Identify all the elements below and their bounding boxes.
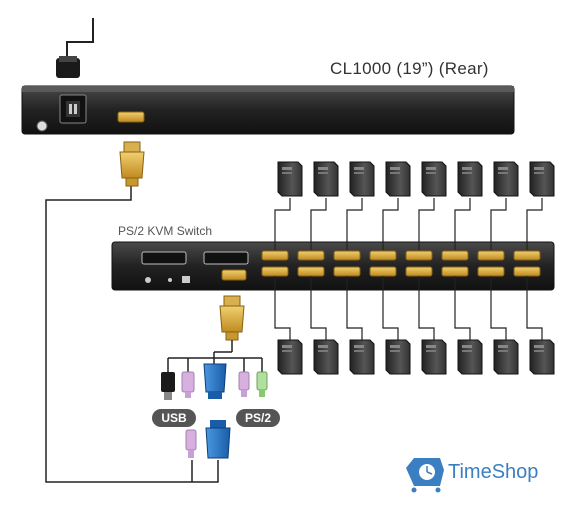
kvm-cpu-port bbox=[513, 266, 541, 277]
computer-top-cable bbox=[526, 198, 543, 250]
kvm-cpu-port bbox=[477, 250, 505, 261]
switch-cable-connector-icon bbox=[219, 295, 245, 341]
kvm-console-port-c bbox=[221, 269, 247, 281]
computer-top-icon bbox=[457, 161, 483, 197]
computer-bottom-icon bbox=[421, 339, 447, 375]
kvm-cpu-port bbox=[297, 250, 325, 261]
computer-top-cable bbox=[346, 198, 363, 250]
computer-top-cable bbox=[310, 198, 327, 250]
kvm-console-port-a bbox=[141, 251, 187, 265]
ground-screw-icon bbox=[36, 120, 48, 132]
lower-ps2-connector-icon bbox=[185, 429, 197, 458]
lower-vga-connector-icon bbox=[205, 420, 231, 459]
usb-label: USB bbox=[152, 409, 196, 427]
kvm-cpu-port bbox=[297, 266, 325, 277]
computer-bottom-cable bbox=[454, 276, 471, 340]
kvm-power-jack-icon bbox=[145, 277, 151, 283]
kvm-cpu-port bbox=[477, 266, 505, 277]
ps2-label: PS/2 bbox=[236, 409, 280, 427]
computer-bottom-cable bbox=[418, 276, 435, 340]
kvm-switch-chassis bbox=[111, 241, 555, 291]
kvm-cpu-port bbox=[405, 266, 433, 277]
computer-bottom-icon bbox=[385, 339, 411, 375]
computer-bottom-cable bbox=[490, 276, 507, 340]
computer-top-icon bbox=[349, 161, 375, 197]
kvm-cpu-port bbox=[441, 250, 469, 261]
computer-bottom-cable bbox=[346, 276, 363, 340]
computer-bottom-icon bbox=[529, 339, 555, 375]
computer-top-icon bbox=[529, 161, 555, 197]
computer-top-cable bbox=[382, 198, 399, 250]
kvm-cpu-port bbox=[405, 250, 433, 261]
computer-bottom-icon bbox=[349, 339, 375, 375]
bottom-computer-row bbox=[274, 276, 555, 375]
kvm-cpu-port bbox=[441, 266, 469, 277]
computer-bottom-icon bbox=[457, 339, 483, 375]
usb-ps2-pink-connector-icon bbox=[181, 371, 195, 398]
computer-bottom-cable bbox=[526, 276, 543, 340]
computer-bottom-cable bbox=[382, 276, 399, 340]
console-cable bbox=[45, 186, 219, 483]
ps2-keyboard-connector-icon bbox=[256, 371, 268, 397]
top-computer-row bbox=[274, 161, 555, 250]
computer-top-cable bbox=[490, 198, 507, 250]
console-port bbox=[117, 111, 145, 123]
computer-bottom-cable bbox=[310, 276, 327, 340]
kvm-cpu-port bbox=[261, 266, 289, 277]
computer-top-cable bbox=[274, 198, 291, 250]
computer-bottom-cable bbox=[274, 276, 291, 340]
brand-name: TimeShop bbox=[448, 461, 539, 483]
rear-title: CL1000 (19”) (Rear) bbox=[330, 59, 489, 78]
computer-top-icon bbox=[385, 161, 411, 197]
switch-title: PS/2 KVM Switch bbox=[118, 224, 213, 238]
power-plug-icon bbox=[56, 56, 80, 78]
kvm-cpu-port bbox=[333, 266, 361, 277]
ps2-mouse-connector-icon bbox=[238, 371, 250, 397]
computer-top-icon bbox=[277, 161, 303, 197]
cl1000-rear-chassis bbox=[21, 85, 515, 135]
power-cable bbox=[66, 18, 94, 58]
vga-connector-icon bbox=[119, 141, 145, 187]
computer-top-cable bbox=[454, 198, 471, 250]
kvm-cpu-port bbox=[369, 266, 397, 277]
computer-top-cable bbox=[418, 198, 435, 250]
computer-top-icon bbox=[421, 161, 447, 197]
brand-watermark: TimeShop bbox=[402, 453, 562, 493]
kvm-switch-icon bbox=[182, 276, 190, 283]
kvm-screw-icon bbox=[168, 278, 172, 282]
kvm-cpu-port bbox=[261, 250, 289, 261]
kvm-cpu-ports bbox=[261, 250, 541, 277]
computer-top-icon bbox=[493, 161, 519, 197]
usb-connector-icon bbox=[161, 372, 175, 400]
computer-bottom-icon bbox=[277, 339, 303, 375]
kvm-cpu-port bbox=[513, 250, 541, 261]
kvm-console-port-b bbox=[203, 251, 249, 265]
kvm-cpu-port bbox=[333, 250, 361, 261]
vga-blue-connector-icon bbox=[203, 363, 227, 399]
computer-bottom-icon bbox=[313, 339, 339, 375]
computer-top-icon bbox=[313, 161, 339, 197]
timeshop-logo-icon bbox=[406, 458, 444, 493]
computer-bottom-icon bbox=[493, 339, 519, 375]
kvm-cpu-port bbox=[369, 250, 397, 261]
